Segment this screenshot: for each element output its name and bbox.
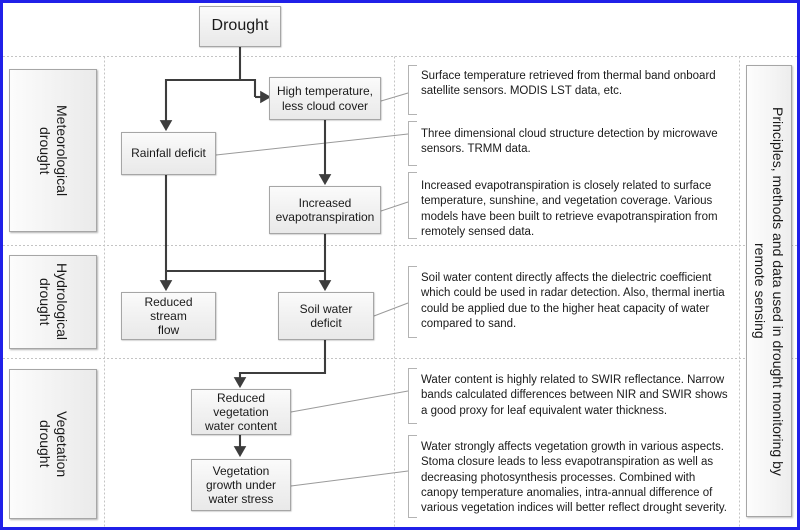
node-high-temperature[interactable]: High temperature, less cloud cover xyxy=(269,77,381,120)
note-vegetation-growth: Water strongly affects vegetation growth… xyxy=(421,440,733,516)
leader-vegetation-growth xyxy=(290,470,409,487)
swimlane-dividers xyxy=(3,56,797,527)
node-reduced-vegetation-water-content-label: Reduced vegetation water content xyxy=(204,390,278,434)
category-vegetation-drought-label: Vegetation drought xyxy=(37,410,71,478)
note-evapotranspiration-text: Increased evapotranspiration is closely … xyxy=(421,180,718,238)
node-reduced-stream-flow-label: Reduced stream flow xyxy=(144,294,193,338)
leader-rainfall-deficit xyxy=(215,133,409,156)
category-vegetation-drought[interactable]: Vegetation drought xyxy=(9,369,97,519)
note-leader-lines xyxy=(215,92,409,487)
note-surface-temperature-text: Surface temperature retrieved from therm… xyxy=(421,70,716,98)
category-hydrological-drought-label: Hydrological drought xyxy=(37,263,71,341)
category-meteorological-drought[interactable]: Meteorological drought xyxy=(9,69,97,232)
node-drought[interactable]: Drought xyxy=(199,6,281,47)
node-rainfall-deficit[interactable]: Rainfall deficit xyxy=(121,132,216,175)
note-cloud-structure-text: Three dimensional cloud structure detect… xyxy=(421,128,718,156)
note-soil-water-text: Soil water content directly affects the … xyxy=(421,272,725,330)
leader-evapotranspiration xyxy=(380,201,409,212)
note-vegetation-growth-text: Water strongly affects vegetation growth… xyxy=(421,441,727,515)
diagram-canvas: Drought Meteorological drought Hydrologi… xyxy=(3,3,797,527)
leader-vegetation-water-content xyxy=(290,390,409,413)
note-cloud-structure: Three dimensional cloud structure detect… xyxy=(421,127,733,158)
node-increased-evapotranspiration[interactable]: Increased evapotranspiration xyxy=(269,186,381,234)
category-hydrological-drought[interactable]: Hydrological drought xyxy=(9,255,97,349)
node-high-temperature-label: High temperature, less cloud cover xyxy=(276,84,374,113)
node-vegetation-growth-under-water-stress[interactable]: Vegetation growth under water stress xyxy=(191,459,291,511)
banner-label: Principles, methods and data used in dro… xyxy=(752,106,787,476)
note-swir-text: Water content is highly related to SWIR … xyxy=(421,374,728,417)
leader-soil-water-deficit xyxy=(373,302,409,317)
node-reduced-vegetation-water-content[interactable]: Reduced vegetation water content xyxy=(191,389,291,435)
node-soil-water-deficit[interactable]: Soil water deficit xyxy=(278,292,374,340)
edge-drought-rainfall xyxy=(159,78,240,132)
flow-arrows xyxy=(159,47,332,458)
edge-soilwater-vegwater xyxy=(233,340,327,389)
edge-drought-hightemp-elbow xyxy=(240,78,257,97)
note-swir: Water content is highly related to SWIR … xyxy=(421,373,733,419)
node-reduced-stream-flow[interactable]: Reduced stream flow xyxy=(121,292,216,340)
note-soil-water: Soil water content directly affects the … xyxy=(421,271,733,332)
leader-high-temperature xyxy=(380,92,409,102)
category-meteorological-drought-label: Meteorological drought xyxy=(37,104,71,197)
banner-principles-methods[interactable]: Principles, methods and data used in dro… xyxy=(746,65,792,517)
note-surface-temperature: Surface temperature retrieved from therm… xyxy=(421,69,733,100)
node-increased-evapotranspiration-label: Increased evapotranspiration xyxy=(275,195,375,224)
note-evapotranspiration: Increased evapotranspiration is closely … xyxy=(421,179,733,240)
node-drought-label: Drought xyxy=(211,17,269,35)
node-soil-water-deficit-label: Soil water deficit xyxy=(299,301,353,330)
node-rainfall-deficit-label: Rainfall deficit xyxy=(131,146,206,161)
node-vegetation-growth-under-water-stress-label: Vegetation growth under water stress xyxy=(205,463,277,507)
